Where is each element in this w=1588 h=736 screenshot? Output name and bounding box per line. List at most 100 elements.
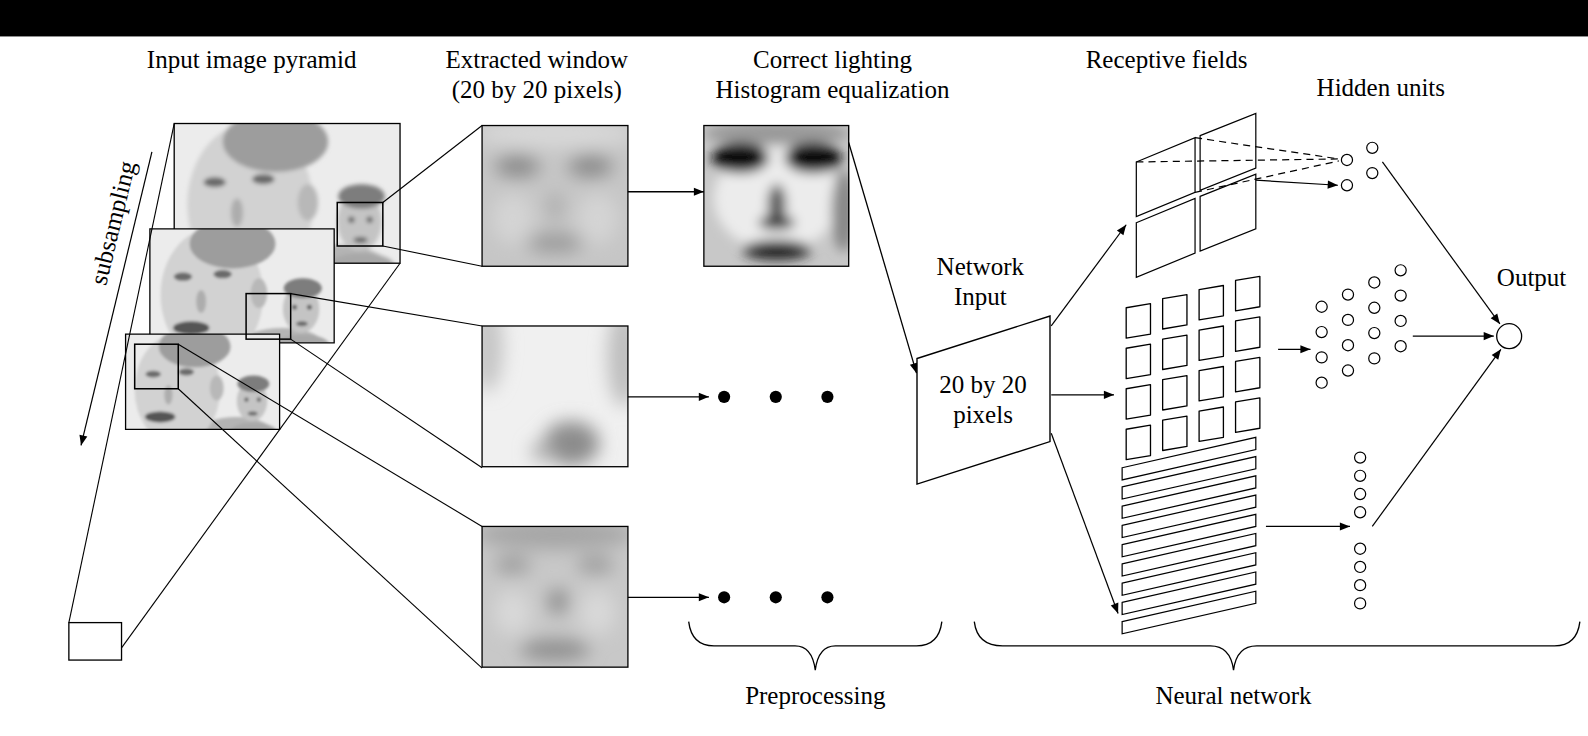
hidden-units-top [1341, 154, 1352, 165]
extracted-windows [831, 171, 849, 252]
brackets [689, 622, 942, 671]
network-arrows [1051, 225, 1126, 614]
axis-label: subsampling [84, 158, 143, 288]
receptive-fields-grid [1126, 276, 1310, 459]
receptive-fields-large [1136, 113, 1339, 277]
pyramid-lines [122, 263, 401, 648]
preprocessing-arrows [821, 591, 833, 603]
receptive-fields-grid [1163, 376, 1187, 410]
receptive-fields-grid [1199, 407, 1223, 441]
preprocessing-arrows [821, 391, 833, 403]
bracket-label: Neural network [1155, 681, 1311, 711]
extracted-windows [704, 126, 850, 261]
receptive-fields-large [1200, 113, 1256, 190]
extracted-windows [547, 192, 563, 220]
circle-outline [1497, 324, 1522, 349]
receptive-fields-grid [1236, 357, 1260, 391]
receptive-fields-large [1256, 180, 1338, 185]
hidden-units-bottom [1355, 507, 1366, 518]
extracted-windows [568, 155, 613, 177]
output-arrows [1382, 162, 1499, 324]
extracted-windows [482, 326, 503, 392]
heading-text: Extracted window (20 by 20 pixels) [437, 45, 637, 105]
preprocessing-arrows [628, 391, 834, 604]
extracted-windows [482, 326, 628, 467]
extracted-windows [482, 126, 628, 148]
extracted-windows [577, 193, 618, 244]
unit-text: 20 by 20 pixels [921, 370, 1046, 430]
hidden-units-top [1341, 180, 1352, 191]
extracted-windows [482, 526, 628, 549]
network-arrows [1051, 225, 1126, 326]
hidden-units-middle [1369, 302, 1380, 313]
hidden-units-bottom [1355, 488, 1366, 499]
bracket-label: Preprocessing [745, 681, 885, 711]
receptive-fields-grid [1199, 366, 1223, 400]
receptive-fields-grid [1199, 326, 1223, 360]
network-arrows [1051, 433, 1118, 613]
extracted-windows [482, 526, 628, 667]
brackets [974, 622, 1580, 671]
hidden-units-middle [1369, 353, 1380, 364]
hidden-units-top [1367, 142, 1378, 153]
extracted-windows [543, 421, 600, 466]
hidden-units-middle [1342, 314, 1353, 325]
receptive-fields-grid [1236, 398, 1260, 432]
extracted-windows [494, 557, 530, 573]
heading-text: Correct lighting Histogram equalization [707, 45, 957, 105]
extracted-windows [492, 193, 533, 244]
extracted-windows [474, 519, 636, 667]
extracted-windows [704, 126, 850, 267]
hidden-units-top [1341, 142, 1377, 191]
image-pyramid [246, 294, 291, 340]
receptive-fields-grid [1236, 276, 1260, 310]
image-pyramid [69, 111, 400, 660]
receptive-fields-grid [1126, 304, 1150, 338]
receptive-fields-grid [1126, 425, 1150, 459]
heading-text: Output [1497, 263, 1566, 293]
receptive-fields-large [1195, 161, 1339, 192]
output-unit: Output [1496, 323, 1522, 349]
extracted-windows [548, 589, 568, 613]
extracted-windows [482, 526, 628, 667]
extracted-windows [495, 155, 540, 177]
image-pyramid [69, 623, 122, 660]
extracted-windows [471, 301, 640, 467]
hidden-units-middle [1342, 289, 1353, 300]
parallelogram-outline [917, 316, 1050, 484]
image-pyramid [150, 229, 334, 343]
receptive-fields-large [1200, 174, 1256, 251]
preprocessing-arrows [628, 597, 709, 598]
image-pyramid [150, 229, 334, 343]
receptive-fields-grid [1163, 335, 1187, 369]
receptive-fields-grid [1163, 295, 1187, 329]
receptive-fields-grid [1126, 385, 1150, 419]
pyramid-lines [178, 389, 482, 668]
extracted-windows [579, 590, 615, 635]
preprocessing-arrows [718, 391, 730, 403]
image-pyramid [126, 326, 280, 445]
preprocessing-arrows [770, 391, 782, 403]
brackets [689, 622, 1580, 671]
hidden-units-middle [1395, 265, 1406, 276]
extracted-windows [474, 119, 636, 266]
pyramid-lines [69, 124, 174, 623]
window-frame: Correct lighting Histogram equalization [704, 126, 849, 267]
hidden-units-top [1367, 168, 1378, 179]
hidden-units-bottom [1355, 452, 1366, 609]
extracted-windows [520, 640, 591, 660]
pyramid-lines [178, 344, 482, 526]
hidden-units-middle [1316, 352, 1327, 363]
extracted-windows [785, 143, 842, 173]
receptive-fields-large [1195, 138, 1339, 159]
extracted-windows [704, 121, 856, 266]
heading-text: Network Input [918, 252, 1043, 312]
receptive-fields-large [1136, 159, 1339, 162]
extracted-windows [482, 326, 628, 467]
pyramid-lines [69, 124, 482, 669]
hidden-units-bottom [1355, 598, 1366, 609]
extracted-windows [759, 216, 795, 230]
extracted-windows [704, 126, 850, 146]
